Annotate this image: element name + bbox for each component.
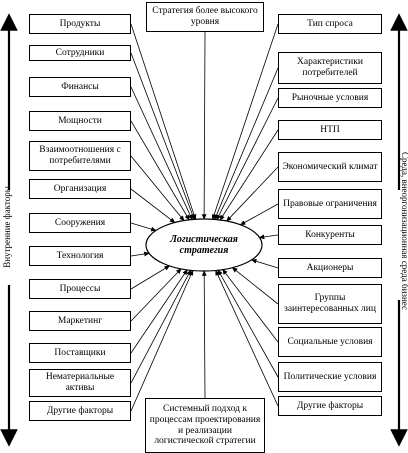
right-factor-box: Социальные условия [278,327,382,357]
left-factor-arrow [130,222,157,232]
left-factor-arrow [130,52,195,221]
right-factor-box: Группы заинтересованных лиц [278,284,382,324]
right-factor-arrow [250,258,279,269]
left-factor-box: Сооружения [29,213,131,233]
left-factor-box: Другие факторы [29,401,131,421]
center-label: Логистическая стратегия [170,233,238,257]
left-factor-box: Поставщики [29,343,131,363]
right-factor-arrow [217,269,279,378]
left-factor-box: Продукты [29,14,131,34]
right-factor-box: Характеристики потребителей [278,52,382,84]
bottom-box: Системный подход к процессам проектирова… [145,398,265,453]
left-factor-arrow [130,188,176,224]
right-side-label: Среда, внеоргонизационная среда бизнес [400,152,408,310]
right-factor-arrow [222,268,279,343]
left-factor-arrow [130,269,194,412]
left-factor-box: Мощности [29,111,131,131]
left-factor-box: Взаимоотношения с потребителями [29,141,131,171]
left-factor-box: Процессы [29,279,131,299]
right-factor-arrow [226,166,279,222]
left-factor-arrow [130,155,185,222]
right-factor-arrow [239,203,279,226]
bottom-box-arrow [201,270,207,399]
right-factor-arrow [214,67,279,221]
right-factor-arrow [219,129,279,221]
right-factor-box: Экономический климат [278,152,382,182]
right-factor-box: Конкуренты [278,225,382,245]
right-factor-box: Правовые ограничения [278,189,382,219]
left-factor-box: Финансы [29,77,131,97]
right-factor-box: Другие факторы [278,396,382,416]
left-factor-box: Технология [29,246,131,266]
right-factor-box: Тип спроса [278,14,382,34]
right-factor-arrow [211,23,279,221]
left-factor-box: Маркетинг [29,311,131,331]
right-factor-arrow [231,267,279,305]
left-factor-arrow [130,265,171,290]
right-factor-box: Рыночные условия [278,88,382,108]
left-factor-arrow [130,86,193,221]
right-factor-arrow [258,234,279,240]
top-box-arrow [201,31,207,220]
left-factor-arrow [130,251,150,257]
left-factor-arrow [130,269,191,384]
left-factor-arrow [130,23,197,221]
left-factor-box: Организация [29,179,131,199]
right-factor-box: Политические условия [278,362,382,392]
right-factor-box: НТП [278,120,382,140]
right-factor-arrow [216,97,279,221]
left-factor-box: Нематериальные активы [29,369,131,397]
right-factor-arrow [215,269,279,407]
left-side-label: Внутренние факторы [2,186,12,268]
right-factor-box: Акционеры [278,258,382,278]
top-box: Стратегия более высокого уровня [146,2,264,32]
left-factor-box: Сотрудники [29,45,131,61]
left-factor-arrow [130,269,188,354]
left-factor-arrow [130,268,182,322]
left-factor-arrow [130,120,190,221]
